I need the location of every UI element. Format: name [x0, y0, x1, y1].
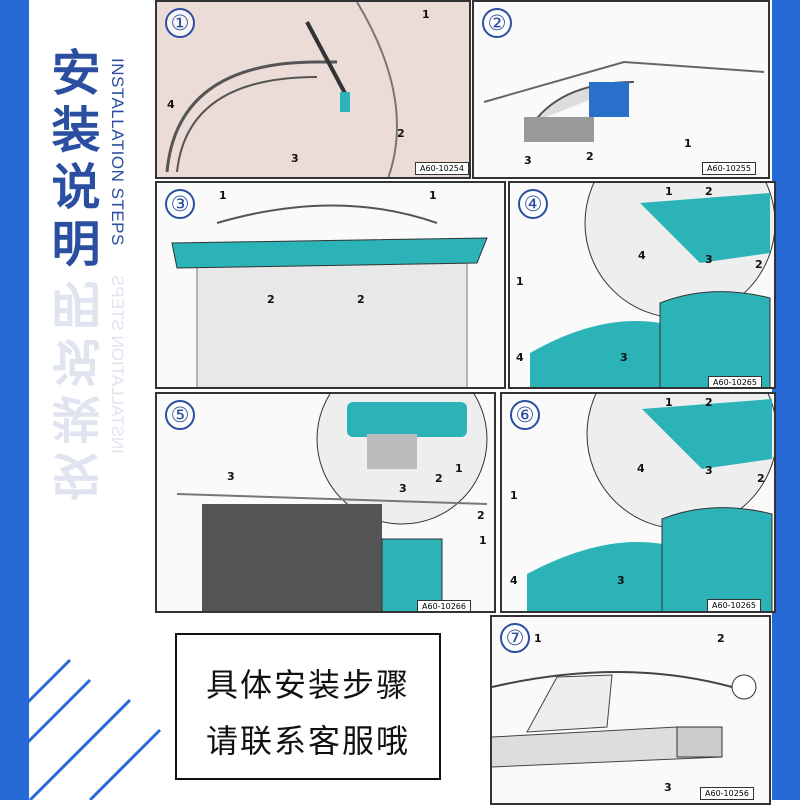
- callout-label: 4: [510, 574, 518, 587]
- callout-label: 1: [455, 462, 463, 475]
- step-number: ⑥: [510, 400, 540, 430]
- callout-label: 1: [665, 396, 673, 409]
- callout-label: 3: [291, 152, 299, 165]
- step-6-illustration: [527, 394, 774, 611]
- callout-label: 1: [429, 189, 437, 202]
- step-2-panel: ② 1 2 3 A60-10255: [472, 0, 770, 179]
- callout-label: 4: [516, 351, 524, 364]
- contact-note: 具体安装步骤 请联系客服哦: [175, 633, 441, 780]
- step-1-illustration: [165, 2, 398, 177]
- step-3-panel: ③ 1 1 2 2: [155, 181, 506, 389]
- callout-label: 2: [717, 632, 725, 645]
- page-subtitle: INSTALLATION STEPS: [108, 58, 127, 246]
- right-blue-strip: [772, 0, 800, 800]
- step-3-illustration: [171, 204, 488, 387]
- step-7-panel: ⑦ 1 2 3 A60-10256: [490, 615, 771, 805]
- note-line-2: 请联系客服哦: [205, 722, 410, 760]
- callout-label: 2: [477, 509, 485, 522]
- callout-label: 2: [586, 150, 594, 163]
- step-4-illustration: [530, 183, 774, 387]
- step-number: ④: [518, 189, 548, 219]
- callout-label: 3: [705, 464, 713, 477]
- callout-label: 3: [620, 351, 628, 364]
- callout-label: 1: [479, 534, 487, 547]
- callout-label: 2: [357, 293, 365, 306]
- step-1-panel: ① 1 2 3 4 A60-10254: [155, 0, 471, 179]
- figure-code: A60-10265: [708, 376, 762, 387]
- callout-label: 2: [757, 472, 765, 485]
- callout-label: 3: [664, 781, 672, 794]
- step-number: ①: [165, 8, 195, 38]
- callout-label: 2: [755, 258, 763, 271]
- figure-code: A60-10265: [707, 599, 761, 611]
- callout-label: 1: [534, 632, 542, 645]
- callout-label: 3: [524, 154, 532, 167]
- step-7-illustration: [492, 671, 757, 768]
- callout-label: 4: [638, 249, 646, 262]
- callout-label: 4: [167, 98, 175, 111]
- note-line-1: 具体安装步骤: [205, 666, 410, 704]
- callout-label: 1: [684, 137, 692, 150]
- callout-label: 2: [397, 127, 405, 140]
- callout-label: 1: [665, 185, 673, 198]
- step-5-illustration: [176, 394, 488, 611]
- callout-label: 1: [516, 275, 524, 288]
- callout-label: 2: [267, 293, 275, 306]
- callout-label: 3: [227, 470, 235, 483]
- callout-label: 1: [510, 489, 518, 502]
- step-number: ⑦: [500, 623, 530, 653]
- step-6-panel: ⑥ 1 2 3 4 1 2 3 4 A60-10265: [500, 392, 776, 613]
- callout-label: 2: [435, 472, 443, 485]
- figure-code: A60-10255: [702, 162, 756, 175]
- callout-label: 2: [705, 185, 713, 198]
- callout-label: 1: [219, 189, 227, 202]
- step-number: ②: [482, 8, 512, 38]
- callout-label: 3: [705, 253, 713, 266]
- callout-label: 1: [422, 8, 430, 21]
- step-2-illustration: [483, 60, 765, 142]
- page-subtitle-reflection: INSTALLATION STEPS: [108, 275, 127, 454]
- step-4-panel: ④ 1 2 3 4 1 2 3 4 A60-10265: [508, 181, 776, 389]
- figure-code: A60-10256: [700, 787, 754, 800]
- callout-label: 2: [705, 396, 713, 409]
- callout-label: 3: [617, 574, 625, 587]
- callout-label: 4: [637, 462, 645, 475]
- step-number: ③: [165, 189, 195, 219]
- left-blue-strip: [0, 0, 29, 800]
- page-title: 安装说明: [51, 45, 101, 273]
- callout-label: 3: [399, 482, 407, 495]
- step-5-panel: ⑤ 1 2 3 2 1 3 A60-10266: [155, 392, 496, 613]
- page-title-reflection: 安装说明: [51, 275, 101, 503]
- step-number: ⑤: [165, 400, 195, 430]
- figure-code: A60-10254: [415, 162, 469, 175]
- figure-code: A60-10266: [417, 600, 471, 611]
